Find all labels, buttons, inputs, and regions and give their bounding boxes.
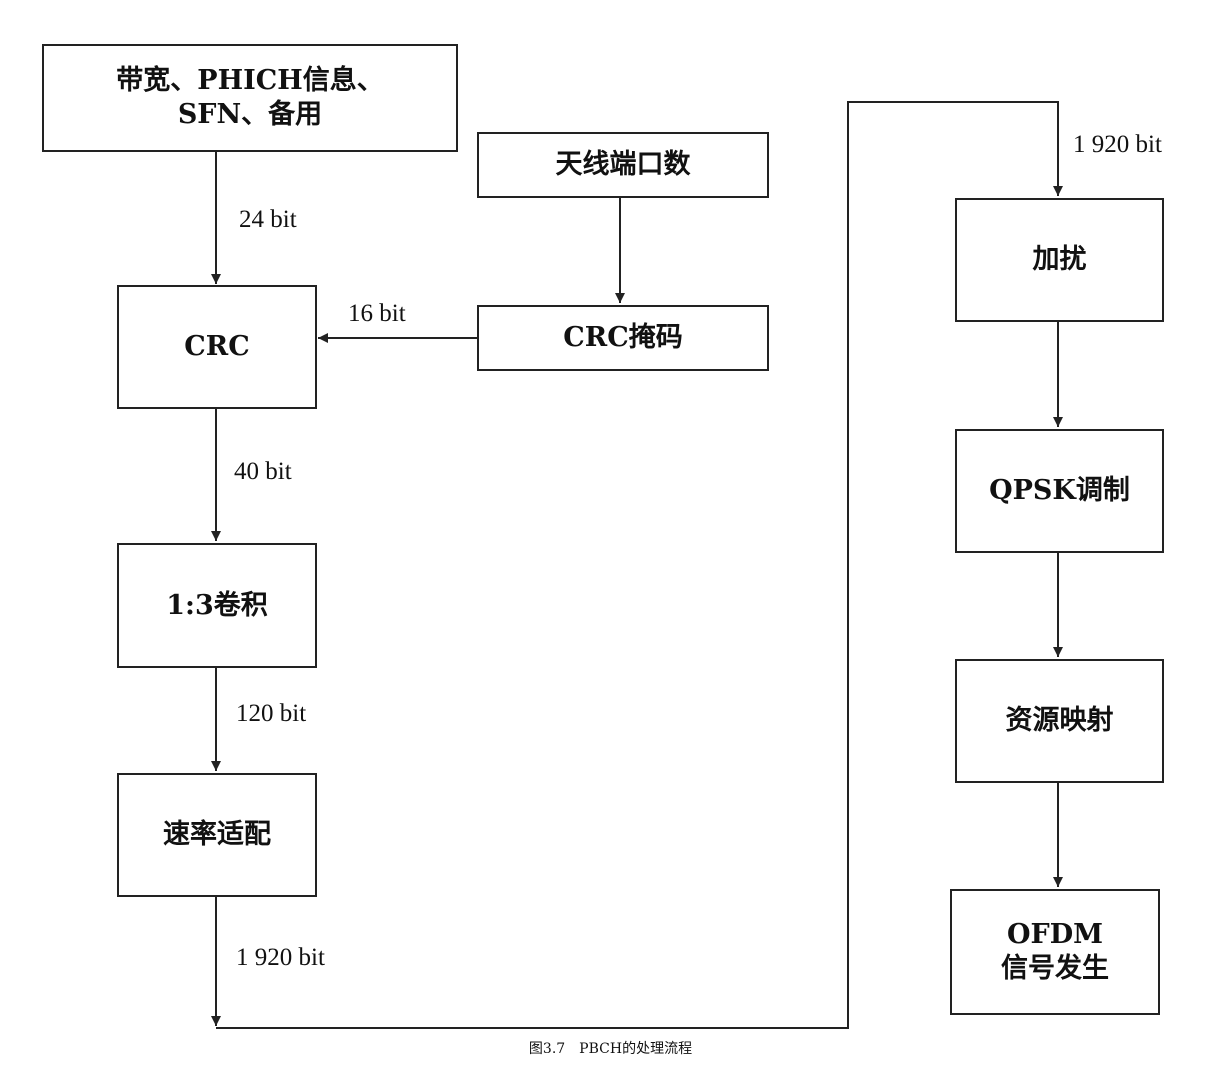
crc-mask-box: CRC掩码 [477,305,769,371]
rate-match-box: 速率适配 [117,773,317,897]
label-1920-bit-left: 1 920 bit [236,944,325,971]
info-box-line-2: SFN、备用 [177,99,323,130]
connector-rate-match-to-scramble [216,101,1063,1029]
label-1920-bit-right: 1 920 bit [1073,131,1162,158]
label-24-bit: 24 bit [239,206,297,233]
qpsk-box: QPSK调制 [955,429,1164,553]
scramble-box: 加扰 [955,198,1164,322]
info-box-line-1: 带宽、PHICH信息、 [116,65,384,97]
label-40-bit: 40 bit [234,458,292,485]
info-box: 带宽、PHICH信息、 SFN、备用 [42,44,458,152]
ofdm-box-line-2: 信号发生 [1001,953,1109,984]
antenna-ports-box: 天线端口数 [477,132,769,198]
resource-map-box: 资源映射 [955,659,1164,783]
label-120-bit: 120 bit [236,700,307,727]
ofdm-box: OFDM 信号发生 [950,889,1160,1015]
conv-box: 1:3卷积 [117,543,317,668]
label-16-bit: 16 bit [348,300,406,327]
crc-box: CRC [117,285,317,409]
ofdm-box-line-1: OFDM [1007,919,1103,951]
figure-caption: 图3.7 PBCH的处理流程 [528,1041,693,1057]
